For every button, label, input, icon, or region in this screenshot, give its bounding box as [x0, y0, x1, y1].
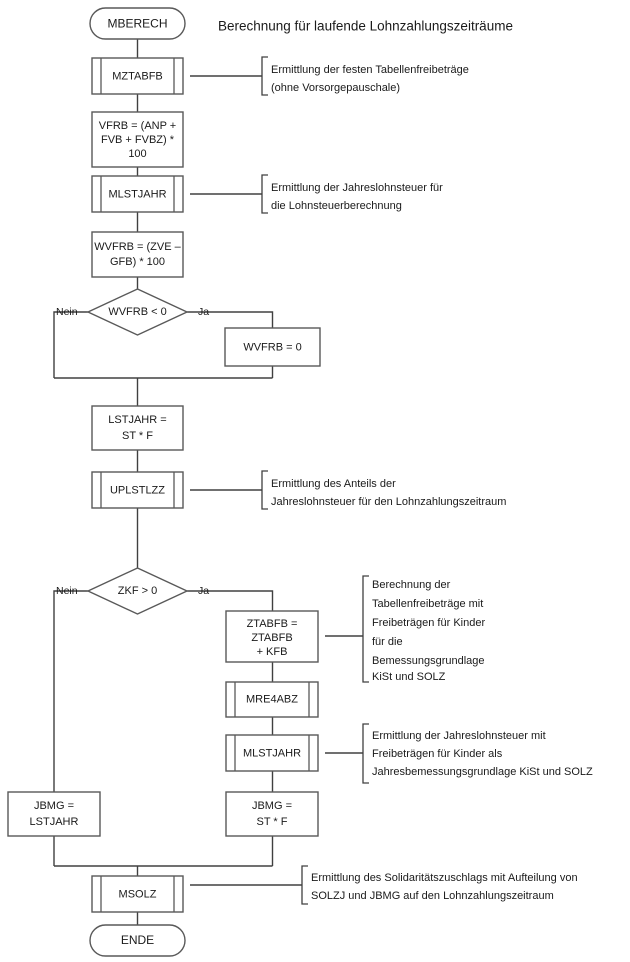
end-terminator-label: ENDE	[121, 933, 154, 947]
connector-zkf-yes-branch	[187, 590, 274, 611]
diagram-title: Berechnung für laufende Lohnzahlungszeit…	[218, 19, 513, 34]
zkf-decision-label: ZKF > 0	[118, 585, 157, 597]
annotation-msolz-line-2: SOLZJ und JBMG auf den Lohnzahlungszeitr…	[311, 890, 554, 902]
jbmg-lstjahr-line1: JBMG =	[34, 800, 74, 812]
mztabfb-label: MZTABFB	[112, 70, 163, 82]
wvfrb-decision-label: WVFRB < 0	[108, 306, 166, 318]
annotation-msolz-bracket	[301, 865, 308, 905]
jbmg-stf-line2: ST * F	[257, 816, 288, 828]
annotation-mlstjahr1-line-2: die Lohnsteuerberechnung	[271, 200, 402, 212]
annotation-mlstjahr2-line-3: Jahresbemessungsgrundlage KiSt und SOLZ	[372, 766, 593, 778]
annotation-uplstlzz: Ermittlung des Anteils der Jahreslohnste…	[190, 470, 506, 510]
annotation-ztabfb: Berechnung der Tabellenfreibeträge mit F…	[325, 575, 485, 683]
annotation-ztabfb-line-5: Bemessungsgrundlage	[372, 655, 485, 667]
annotation-uplstlzz-bracket	[261, 470, 268, 510]
ztabfb-line2: ZTABFB	[251, 632, 292, 644]
wvfrb-branch-no-label: Nein	[56, 306, 78, 318]
jbmg-lstjahr-line2: LSTJAHR	[30, 816, 79, 828]
connector-zkf-no-branch	[53, 590, 88, 792]
start-terminator-label: MBERECH	[107, 17, 167, 31]
annotation-mlstjahr2-bracket	[362, 723, 369, 784]
node-jbmg-stf[interactable]: JBMG = ST * F	[225, 791, 319, 837]
zkf-branch-yes-label: Ja	[198, 585, 209, 597]
uplstlzz-label: UPLSTLZZ	[110, 484, 165, 496]
node-lstjahr[interactable]: LSTJAHR = ST * F	[91, 405, 184, 451]
annotation-msolz: Ermittlung des Solidaritätszuschlags mit…	[190, 865, 578, 905]
wvfrb-zero-label: WVFRB = 0	[243, 341, 301, 353]
node-jbmg-lstjahr[interactable]: JBMG = LSTJAHR	[7, 791, 101, 837]
connector-wvfrb-no-branch	[53, 311, 88, 378]
vfrb-shape	[91, 111, 184, 168]
msolz-label: MSOLZ	[119, 888, 157, 900]
end-terminator-shape	[89, 924, 186, 957]
lstjahr-line2: ST * F	[122, 430, 153, 442]
wvfrb-calc-line1: WVFRB = (ZVE –	[94, 241, 181, 253]
mztabfb-shape	[91, 57, 184, 95]
jbmg-lstjahr-shape	[7, 791, 101, 837]
jbmg-stf-line1: JBMG =	[252, 800, 292, 812]
wvfrb-calc-shape	[91, 231, 184, 278]
mre4abz-shape	[225, 681, 319, 718]
annotation-ztabfb-bracket	[362, 575, 369, 683]
annotation-mztabfb: Ermittlung der festen Tabellenfreibeträg…	[190, 56, 469, 96]
zkf-branch-no-label: Nein	[56, 585, 78, 597]
annotation-mlstjahr1-line-1: Ermittlung der Jahreslohnsteuer für	[271, 182, 443, 194]
annotation-ztabfb-line-1: Berechnung der	[372, 579, 451, 591]
mlstjahr2-shape	[225, 734, 319, 772]
annotation-mztabfb-line-2: (ohne Vorsorgepauschale)	[271, 82, 400, 94]
node-decision-zkf[interactable]: ZKF > 0 Nein Ja	[56, 567, 209, 615]
jbmg-stf-shape	[225, 791, 319, 837]
annotation-ztabfb-line-3: Freibeträgen für Kinder	[372, 617, 485, 629]
wvfrb-zero-shape	[224, 327, 321, 367]
connector-wvfrb-yes-branch	[187, 311, 274, 328]
annotation-mlstjahr2-line-2: Freibeträgen für Kinder als	[372, 748, 503, 760]
annotation-ztabfb-line-4: für die	[372, 636, 403, 648]
node-vfrb[interactable]: VFRB = (ANP + FVB + FVBZ) * 100	[91, 111, 184, 168]
node-end-ende[interactable]: ENDE	[89, 924, 186, 957]
msolz-shape	[91, 875, 184, 913]
wvfrb-branch-yes-label: Ja	[198, 306, 209, 318]
annotation-uplstlzz-line-1: Ermittlung des Anteils der	[271, 478, 396, 490]
annotation-mztabfb-line-1: Ermittlung der festen Tabellenfreibeträg…	[271, 64, 469, 76]
annotation-uplstlzz-line-2: Jahreslohnsteuer für den Lohnzahlungszei…	[271, 496, 506, 508]
node-msolz[interactable]: MSOLZ	[91, 875, 184, 913]
mlstjahr1-label: MLSTJAHR	[108, 188, 166, 200]
mlstjahr2-label: MLSTJAHR	[243, 747, 301, 759]
node-mre4abz[interactable]: MRE4ABZ	[225, 681, 319, 718]
ztabfb-line3: + KFB	[257, 646, 288, 658]
node-ztabfb[interactable]: ZTABFB = ZTABFB + KFB	[225, 610, 319, 663]
annotation-ztabfb-line-6: KiSt und SOLZ	[372, 671, 446, 683]
wvfrb-calc-line2: GFB) * 100	[110, 256, 165, 268]
node-mlstjahr-1[interactable]: MLSTJAHR	[91, 175, 184, 213]
node-start-mberech[interactable]: MBERECH	[89, 7, 186, 40]
mre4abz-label: MRE4ABZ	[246, 693, 298, 705]
zkf-decision-shape	[86, 567, 189, 615]
annotation-ztabfb-line-2: Tabellenfreibeträge mit	[372, 598, 483, 610]
connector-layer	[53, 39, 274, 925]
ztabfb-shape	[225, 610, 319, 663]
lstjahr-shape	[91, 405, 184, 451]
annotation-mlstjahr1-bracket	[261, 174, 268, 214]
annotation-mlstjahr2-line-1: Ermittlung der Jahreslohnsteuer mit	[372, 730, 546, 742]
vfrb-label-line2: FVB + FVBZ) *	[101, 134, 175, 146]
node-mlstjahr-2[interactable]: MLSTJAHR	[225, 734, 319, 772]
annotation-mztabfb-bracket	[261, 56, 268, 96]
annotation-mlstjahr1: Ermittlung der Jahreslohnsteuer für die …	[190, 174, 443, 214]
node-decision-wvfrb[interactable]: WVFRB < 0 Nein Ja	[56, 288, 209, 336]
vfrb-label-line1: VFRB = (ANP +	[99, 120, 176, 132]
node-wvfrb-calc[interactable]: WVFRB = (ZVE – GFB) * 100	[91, 231, 184, 278]
node-uplstlzz[interactable]: UPLSTLZZ	[91, 471, 184, 509]
node-wvfrb-zero[interactable]: WVFRB = 0	[224, 327, 321, 367]
mlstjahr1-shape	[91, 175, 184, 213]
ztabfb-line1: ZTABFB =	[247, 618, 298, 630]
uplstlzz-shape	[91, 471, 184, 509]
node-mztabfb[interactable]: MZTABFB	[91, 57, 184, 95]
vfrb-label-line3: 100	[128, 148, 146, 160]
start-terminator-shape	[89, 7, 186, 40]
wvfrb-decision-shape	[86, 288, 189, 336]
annotation-mlstjahr2: Ermittlung der Jahreslohnsteuer mit Frei…	[325, 723, 593, 784]
annotation-msolz-line-1: Ermittlung des Solidaritätszuschlags mit…	[311, 872, 578, 884]
lstjahr-line1: LSTJAHR =	[108, 414, 166, 426]
